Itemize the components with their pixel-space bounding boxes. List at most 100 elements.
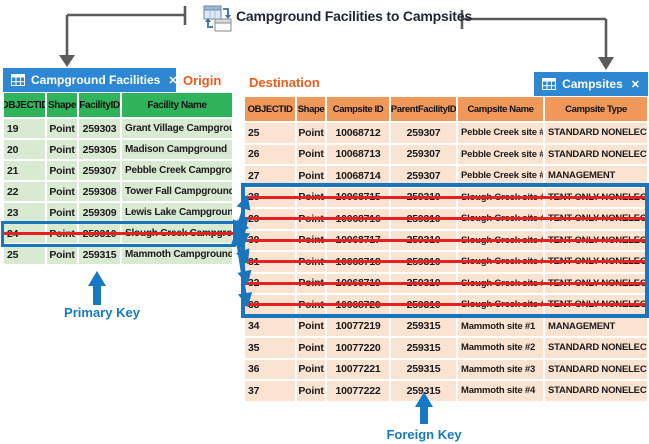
- table-cell: Point: [296, 337, 326, 359]
- table-cell: Mammoth site #2: [457, 337, 544, 359]
- table-cell: Point: [46, 160, 78, 181]
- table-cell: 10077222: [326, 380, 390, 402]
- table-row: 31Point10068718259310Slough Creek site #…: [242, 251, 649, 273]
- table-cell: 20: [3, 139, 46, 160]
- relationship-class-icon: [203, 5, 232, 32]
- tab-label: Campsites: [562, 77, 623, 91]
- column-header: Campsite Type: [544, 96, 648, 122]
- table-cell: Mammoth site #4: [457, 380, 544, 402]
- table-cell: Pebble Creek site #25: [457, 122, 544, 144]
- table-cell: 27: [244, 165, 296, 187]
- table-cell: Mammoth Campground: [121, 244, 233, 265]
- table-cell: 23: [3, 202, 46, 223]
- table-cell: 259315: [390, 337, 457, 359]
- table-cell: 25: [244, 122, 296, 144]
- table-cell: 22: [3, 181, 46, 202]
- table-cell: Grant Village Campground: [121, 118, 233, 139]
- primary-key-label: Primary Key: [64, 305, 140, 320]
- close-icon[interactable]: ✕: [168, 74, 178, 87]
- table-cell: 259307: [390, 165, 457, 187]
- table-cell: 259315: [390, 358, 457, 380]
- table-cell: 37: [244, 380, 296, 402]
- close-icon[interactable]: ✕: [630, 78, 640, 91]
- table-row: 28Point10068715259310Slough Creek site #…: [242, 186, 649, 208]
- column-header: Shape: [46, 92, 78, 118]
- table-cell: 26: [244, 143, 296, 165]
- table-row: 29Point10068716259310Slough Creek site #…: [242, 208, 649, 230]
- table-cell: Point: [46, 244, 78, 265]
- column-header: Facility Name: [121, 92, 233, 118]
- strikethrough-line: [242, 281, 649, 285]
- table-cell: 10077219: [326, 315, 390, 337]
- destination-label: Destination: [249, 75, 320, 90]
- table-cell: Pebble Creek site #27: [457, 165, 544, 187]
- table-cell: 10068714: [326, 165, 390, 187]
- table-cell: 19: [3, 118, 46, 139]
- foreign-key-label: Foreign Key: [386, 427, 462, 442]
- table-cell: 259307: [390, 122, 457, 144]
- strikethrough-line: [242, 260, 649, 264]
- table-cell: Mammoth site #3: [457, 358, 544, 380]
- table-cell: 259305: [78, 139, 121, 160]
- table-cell: 10077221: [326, 358, 390, 380]
- table-cell: 34: [244, 315, 296, 337]
- table-row: 33Point10068720259310Slough Creek site #…: [242, 294, 649, 316]
- table-cell: Point: [296, 165, 326, 187]
- table-cell: 259309: [78, 202, 121, 223]
- table-cell: MANAGEMENT: [544, 315, 648, 337]
- table-cell: Lewis Lake Campground: [121, 202, 233, 223]
- strikethrough-line: [1, 232, 235, 235]
- column-header: FacilityID: [78, 92, 121, 118]
- strikethrough-line: [242, 217, 649, 221]
- strikethrough-line: [242, 303, 649, 307]
- table-cell: STANDARD NONELECTRIC: [544, 358, 648, 380]
- strikethrough-line: [242, 195, 649, 199]
- table-icon: [542, 78, 557, 90]
- table-cell: Mammoth site #1: [457, 315, 544, 337]
- relationship-title: Campground Facilities to Campsites: [236, 8, 472, 24]
- table-cell: Point: [46, 139, 78, 160]
- tab-campsites[interactable]: Campsites ✕: [534, 72, 648, 96]
- table-cell: Point: [46, 118, 78, 139]
- table-cell: STANDARD NONELECTRIC: [544, 337, 648, 359]
- right-down-arrowhead: [598, 57, 614, 70]
- table-icon: [11, 74, 25, 86]
- table-cell: Point: [46, 202, 78, 223]
- primary-key-arrow: [88, 271, 106, 305]
- table-cell: 259315: [390, 315, 457, 337]
- table-cell: 259315: [78, 244, 121, 265]
- table-cell: 10068713: [326, 143, 390, 165]
- table-cell: 35: [244, 337, 296, 359]
- column-header: Shape: [296, 96, 326, 122]
- table-cell: STANDARD NONELECTRIC: [544, 143, 648, 165]
- left-down-arrowhead: [59, 55, 75, 67]
- table-cell: 259308: [78, 181, 121, 202]
- origin-label: Origin: [183, 73, 222, 88]
- table-row: 30Point10068717259310Slough Creek site #…: [242, 229, 649, 251]
- table-cell: MANAGEMENT: [544, 165, 648, 187]
- table-cell: Point: [296, 315, 326, 337]
- table-cell: Tower Fall Campground: [121, 181, 233, 202]
- table-cell: 36: [244, 358, 296, 380]
- table-cell: 10077220: [326, 337, 390, 359]
- table-cell: 259303: [78, 118, 121, 139]
- tab-campground-facilities[interactable]: Campground Facilities ✕: [3, 68, 178, 92]
